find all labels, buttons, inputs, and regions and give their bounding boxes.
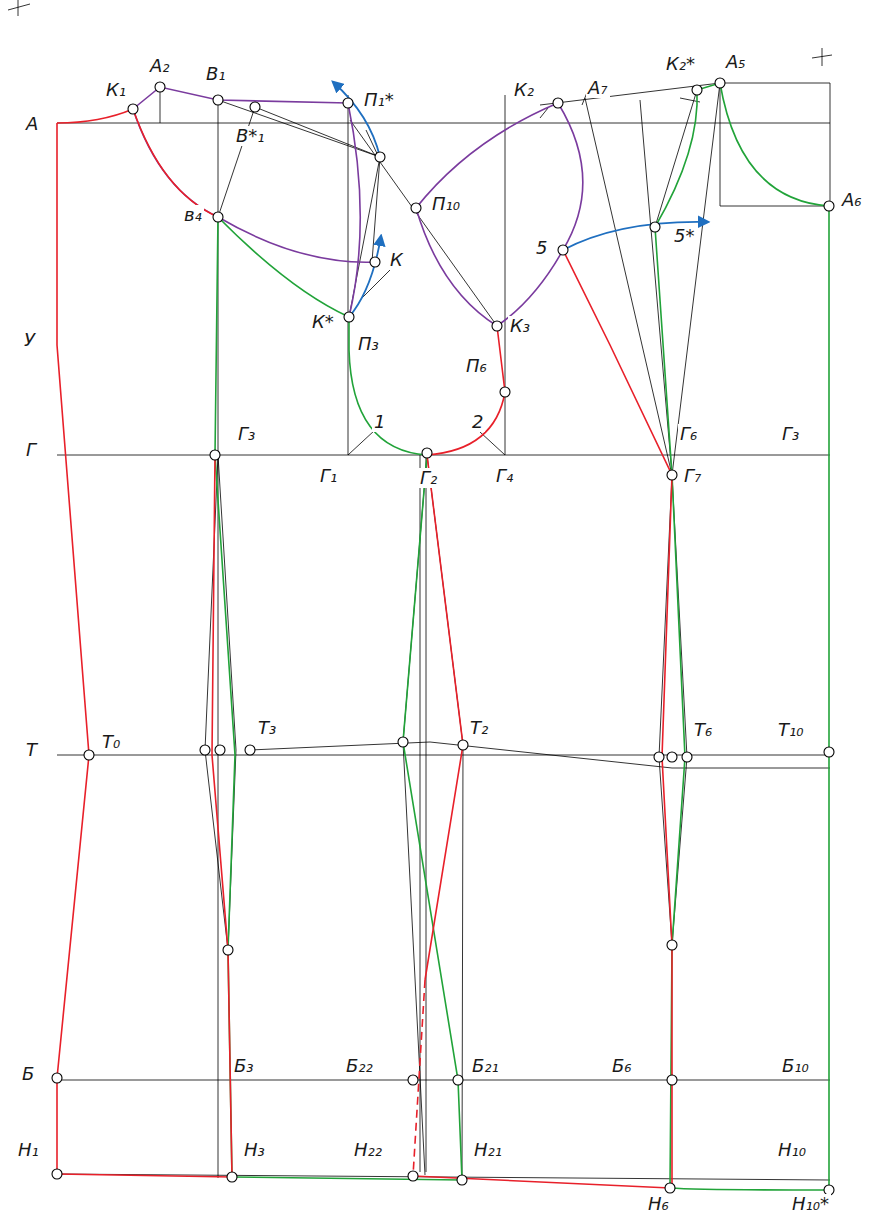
point-label: Б₂₂	[344, 1056, 375, 1076]
point-label: Н₁	[16, 1140, 41, 1160]
point-label: Г₄	[494, 466, 515, 486]
point-label: Б₂₁	[470, 1056, 501, 1076]
point-label: Н₁₀	[776, 1140, 808, 1160]
point-label: П₃	[356, 334, 381, 354]
point-label: Н₂₂	[352, 1140, 384, 1160]
point-label: П₁*	[362, 90, 396, 110]
point-label: К₃	[508, 316, 532, 336]
point-label: 5*	[672, 226, 696, 246]
point-label: А₆	[840, 190, 864, 210]
point-label: П₁₀	[430, 194, 462, 214]
point-label: Г₇	[682, 466, 703, 486]
point-label: К₂	[512, 80, 536, 100]
point-label: 5	[534, 238, 549, 258]
construction-lines	[8, 0, 832, 1180]
point-label: 2	[470, 412, 485, 432]
point-label: Н₃	[242, 1140, 267, 1160]
green-contours	[215, 83, 829, 1190]
point-label: Т₁₀	[776, 720, 805, 740]
point-label: В*₁	[234, 126, 267, 146]
point-label: Н₁₀*	[790, 1194, 831, 1214]
point-label: Б₁₀	[780, 1056, 811, 1076]
point-label: Т₆	[692, 720, 714, 740]
point-label: К₂*	[664, 54, 697, 74]
point-label: 1	[372, 412, 387, 432]
point-label: Т₂	[468, 718, 490, 738]
point-label: У	[22, 330, 37, 350]
point-label: А	[24, 114, 40, 134]
point-label: Н₆	[646, 1194, 671, 1214]
point-label: П₆	[464, 356, 489, 376]
point-label: в₄	[182, 205, 204, 225]
point-label: К*	[310, 312, 336, 332]
point-label: Г	[24, 440, 38, 460]
point-label: Б₃	[232, 1056, 256, 1076]
purple-contours	[133, 87, 583, 326]
point-label: Т₀	[100, 732, 122, 752]
point-label: Г₃	[236, 424, 257, 444]
point-label: А₇	[586, 78, 610, 98]
point-label: А₅	[724, 52, 748, 72]
point-label: Г₁	[318, 466, 339, 486]
point-label: Б	[20, 1064, 36, 1084]
point-label: К	[388, 250, 405, 270]
point-label: Н₂₁	[472, 1140, 504, 1160]
rotation-arrows	[333, 82, 708, 317]
point-label: В₁	[204, 64, 228, 84]
red-contours	[57, 109, 672, 1188]
point-label: К₁	[104, 80, 128, 100]
point-label: Т₃	[256, 718, 278, 738]
point-label: Г₃	[780, 424, 801, 444]
point-markers	[52, 78, 834, 1195]
point-label: Т	[24, 740, 39, 760]
point-label: Г₂	[418, 468, 439, 488]
point-label: Г₆	[678, 424, 699, 444]
point-label: Б₆	[610, 1056, 634, 1076]
point-label: А₂	[148, 56, 172, 76]
